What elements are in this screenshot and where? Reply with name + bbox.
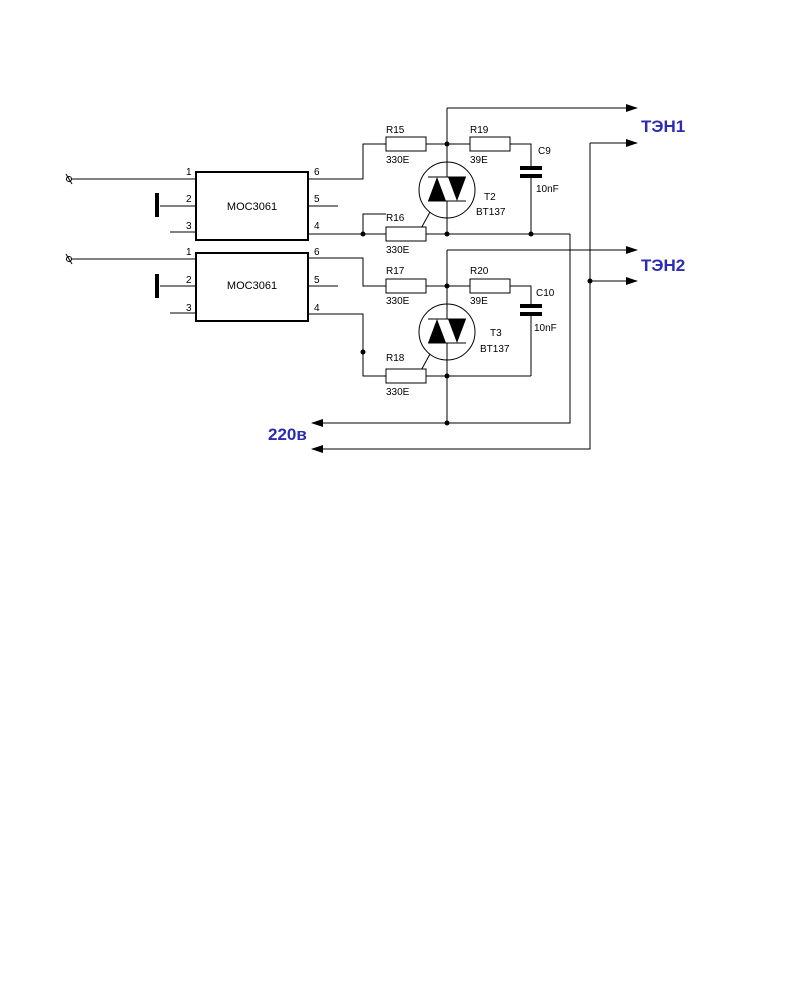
resistor-r19 [469, 136, 511, 152]
optocoupler-2-part: MOC3061 [227, 280, 277, 292]
opto1-pin6: 6 [314, 167, 320, 178]
t2-part: BT137 [476, 207, 506, 218]
r16-ref: R16 [386, 213, 405, 224]
resistor-r18 [385, 368, 427, 384]
output-label-ten2: ТЭН2 [641, 256, 685, 275]
opto1-pin5: 5 [314, 194, 320, 205]
r18-ref: R18 [386, 353, 405, 364]
capacitor-c9-icon [520, 166, 542, 170]
c10-ref: C10 [536, 288, 555, 299]
capacitor-c10-icon [520, 304, 542, 308]
opto2-pin6: 6 [314, 247, 320, 258]
c10-value: 10nF [534, 323, 557, 334]
opto1-pin4: 4 [314, 221, 320, 232]
r20-value: 39E [470, 296, 488, 307]
r17-ref: R17 [386, 266, 405, 277]
mains-label-220v: 220в [268, 425, 307, 444]
output-label-ten1: ТЭН1 [641, 117, 685, 136]
ground-bar-1-icon [155, 193, 159, 217]
opto1-pin3: 3 [186, 221, 192, 232]
r19-value: 39E [470, 155, 488, 166]
opto2-pin1: 1 [186, 247, 192, 258]
mains-wiring [311, 139, 638, 453]
resistor-r17 [385, 278, 427, 294]
optocoupler-1-body [195, 171, 309, 241]
ground-bar-2-icon [155, 274, 159, 298]
c9-value: 10nF [536, 184, 559, 195]
resistor-r16 [385, 226, 427, 242]
opto2-pin5: 5 [314, 275, 320, 286]
r15-ref: R15 [386, 125, 405, 136]
r16-value: 330E [386, 245, 410, 256]
optocoupler-2-body [195, 252, 309, 322]
resistor-r20 [469, 278, 511, 294]
opto1-pin2: 2 [186, 194, 192, 205]
r20-ref: R20 [470, 266, 489, 277]
t3-ref: T3 [490, 328, 502, 339]
r18-value: 330E [386, 387, 410, 398]
c9-ref: C9 [538, 146, 551, 157]
opto2-pin3: 3 [186, 303, 192, 314]
resistor-r15 [385, 136, 427, 152]
t2-ref: T2 [484, 192, 496, 203]
t3-part: BT137 [480, 344, 510, 355]
r17-value: 330E [386, 296, 410, 307]
opto1-pin1: 1 [186, 167, 192, 178]
r19-ref: R19 [470, 125, 489, 136]
opto2-pin2: 2 [186, 275, 192, 286]
optocoupler-1-part: MOC3061 [227, 201, 277, 213]
channel-2: MOC3061 1 2 3 6 5 4 R17 330E R20 39E C10… [65, 246, 638, 423]
r15-value: 330E [386, 155, 410, 166]
channel-1: MOC3061 1 2 3 6 5 4 R15 330E R19 39E C9 … [65, 104, 638, 256]
opto2-pin4: 4 [314, 303, 320, 314]
